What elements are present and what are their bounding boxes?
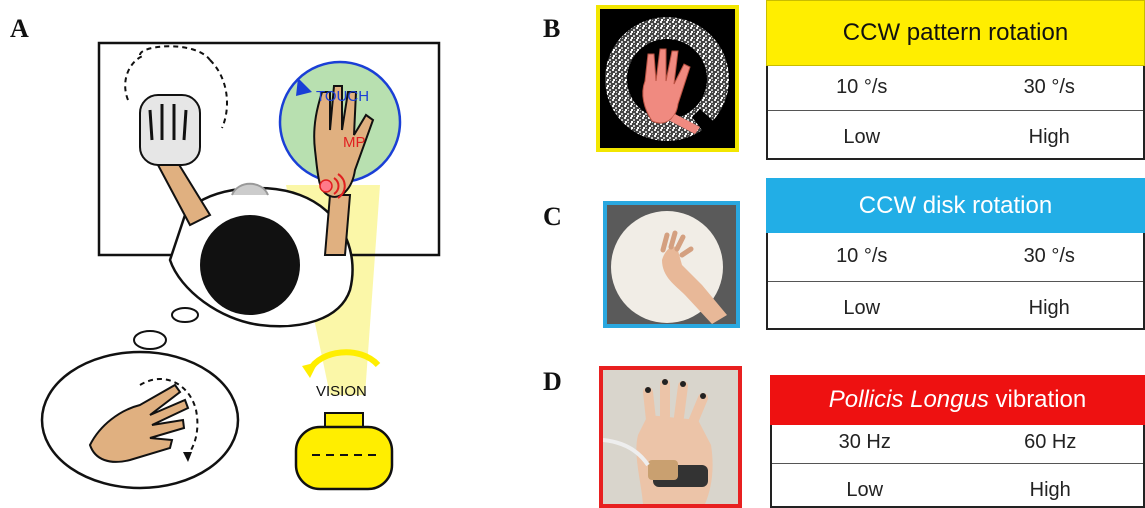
table-header-italic: Pollicis Longus xyxy=(829,386,989,414)
table-cell: 10 °/s xyxy=(768,245,956,268)
table-divider xyxy=(768,110,1143,111)
table-cell: High xyxy=(956,126,1144,149)
panel-label-d: D xyxy=(543,367,562,397)
table-header: CCW disk rotation xyxy=(766,178,1145,233)
vibration-image xyxy=(603,370,738,504)
setup-illustration xyxy=(0,0,540,508)
thought-bubble-small-2 xyxy=(134,331,166,349)
table-divider xyxy=(768,281,1143,282)
panel-label-b: B xyxy=(543,14,560,44)
dashed-rotation-left-2 xyxy=(125,55,145,100)
table-cell: 30 °/s xyxy=(956,245,1144,268)
photo-pattern-rotation xyxy=(596,5,739,152)
projector-icon xyxy=(296,427,392,489)
vision-label: VISION xyxy=(316,383,367,400)
table-cell: 30 Hz xyxy=(772,431,958,454)
table-row: Low High xyxy=(768,297,1143,320)
thought-bubble-small-1 xyxy=(172,308,198,322)
table-header: Pollicis Longus vibration xyxy=(770,375,1145,425)
disk-image xyxy=(607,205,736,324)
table-grid: 10 °/s 30 °/s Low High xyxy=(766,66,1145,160)
table-cell: High xyxy=(958,479,1144,502)
dashed-rotation-left xyxy=(140,46,210,60)
photo-tendon-vibration xyxy=(599,366,742,508)
table-pattern-rotation: CCW pattern rotation 10 °/s 30 °/s Low H… xyxy=(766,0,1145,160)
photo-disk-rotation xyxy=(603,201,740,328)
table-header-rest: vibration xyxy=(989,386,1086,414)
glove-icon xyxy=(140,95,200,165)
right-arm xyxy=(325,195,350,255)
vibration-point-icon xyxy=(320,180,332,192)
table-divider xyxy=(772,463,1143,464)
touch-label: TOUCH xyxy=(316,88,369,105)
table-row: 30 Hz 60 Hz xyxy=(772,431,1143,454)
table-row: 10 °/s 30 °/s xyxy=(768,245,1143,268)
table-tendon-vibration: Pollicis Longus vibration 30 Hz 60 Hz Lo… xyxy=(770,375,1145,508)
table-cell: Low xyxy=(768,297,956,320)
table-header: CCW pattern rotation xyxy=(766,0,1145,66)
table-row: Low High xyxy=(772,479,1143,502)
table-cell: Low xyxy=(768,126,956,149)
vision-arrow-head-icon xyxy=(302,362,318,378)
dashed-rotation-left-3 xyxy=(210,60,227,128)
table-row: 10 °/s 30 °/s xyxy=(768,76,1143,99)
table-cell: 60 Hz xyxy=(958,431,1144,454)
table-cell: 10 °/s xyxy=(768,76,956,99)
head xyxy=(200,215,300,315)
table-grid: 30 Hz 60 Hz Low High xyxy=(770,425,1145,508)
table-grid: 10 °/s 30 °/s Low High xyxy=(766,233,1145,330)
table-cell: High xyxy=(956,297,1144,320)
pattern-disk-image xyxy=(600,9,735,148)
panel-label-c: C xyxy=(543,202,562,232)
table-row: Low High xyxy=(768,126,1143,149)
table-cell: 30 °/s xyxy=(956,76,1144,99)
head-top xyxy=(232,184,268,195)
mp-label: MP xyxy=(343,134,366,151)
table-cell: Low xyxy=(772,479,958,502)
table-disk-rotation: CCW disk rotation 10 °/s 30 °/s Low High xyxy=(766,178,1145,330)
